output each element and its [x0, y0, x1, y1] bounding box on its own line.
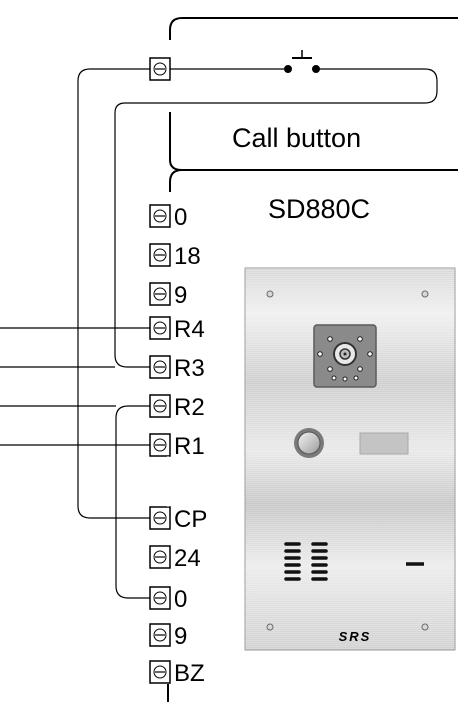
terminal-screw-icon	[153, 665, 167, 679]
terminal-screw-icon	[153, 399, 167, 413]
terminal-10: 0	[149, 586, 187, 613]
terminal-label: R3	[174, 355, 205, 382]
terminal-7: R1	[149, 433, 205, 460]
terminal-label: BZ	[174, 660, 205, 687]
terminal-screw-icon	[153, 360, 167, 374]
terminal-label: R1	[174, 433, 205, 460]
call-push-button	[294, 428, 324, 458]
terminal-5: R3	[149, 355, 205, 382]
terminal-screw-icon	[153, 321, 167, 335]
terminal-label: 0	[174, 586, 187, 613]
terminal-screw-icon	[153, 628, 167, 642]
camera-module	[313, 324, 377, 388]
terminal-screw-icon	[153, 209, 167, 223]
top-terminal	[149, 57, 171, 81]
terminal-screw-icon	[153, 248, 167, 262]
name-label-window	[359, 432, 409, 455]
panel-screws	[266, 290, 429, 631]
call-button-label: Call button	[232, 123, 361, 153]
terminal-8: CP	[149, 506, 207, 533]
terminal-2: 18	[149, 243, 201, 270]
terminal-3: 9	[149, 282, 187, 309]
terminal-screw-icon	[153, 550, 167, 564]
terminal-label: R4	[174, 316, 205, 343]
terminal-9: 24	[149, 545, 201, 572]
model-label: SD880C	[268, 194, 370, 224]
intercom-panel: SRS	[244, 267, 456, 651]
terminal-screw-icon	[153, 511, 167, 525]
terminal-label: 0	[174, 204, 187, 231]
speaker-grille	[284, 542, 328, 581]
terminal-screw-icon	[153, 438, 167, 452]
terminal-label: CP	[174, 506, 207, 533]
panel-logo: SRS	[339, 629, 372, 644]
terminal-screw-icon	[153, 287, 167, 301]
terminal-label: 18	[174, 243, 201, 270]
terminal-label: R2	[174, 394, 205, 421]
terminal-label: 24	[174, 545, 201, 572]
call-button-bracket	[169, 17, 458, 192]
terminal-1: 0	[149, 204, 187, 231]
wires	[0, 68, 438, 599]
terminal-4: R4	[149, 316, 205, 343]
terminal-label: 9	[174, 623, 187, 650]
terminal-6: R2	[149, 394, 205, 421]
terminal-label: 9	[174, 282, 187, 309]
terminal-screw-icon	[153, 591, 167, 605]
terminal-11: 9	[149, 623, 187, 650]
push-switch-symbol	[284, 50, 320, 73]
terminal-12: BZ	[149, 660, 205, 687]
